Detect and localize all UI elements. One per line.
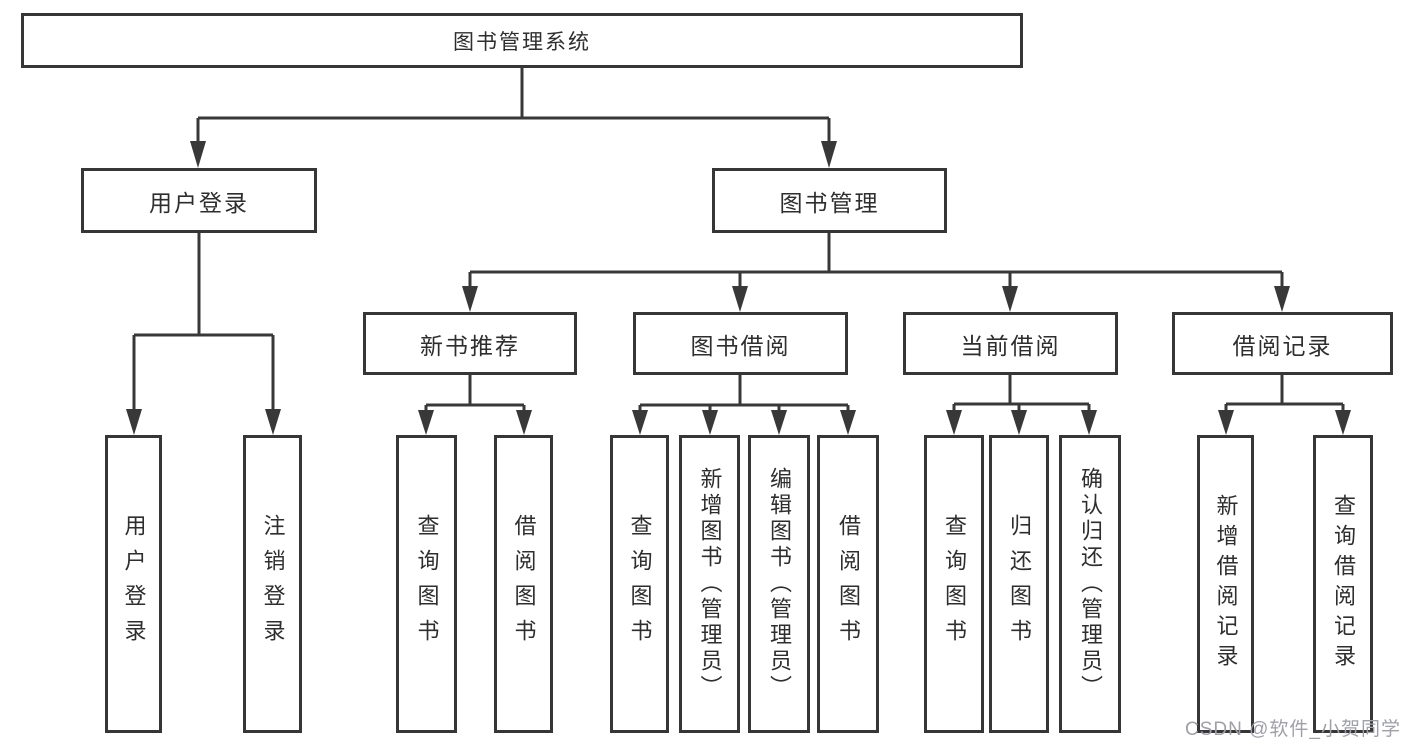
leaf-borrow-query-label: 查询图书 (627, 514, 653, 654)
node-root-label: 图书管理系统 (453, 30, 591, 54)
node-user-login-label: 用户登录 (149, 189, 249, 216)
connector-book-borrow (632, 375, 856, 435)
node-new-book-recommend-label: 新书推荐 (420, 332, 520, 359)
arrow-down-icon (732, 286, 748, 312)
arrow-down-icon (1011, 410, 1027, 435)
arrow-down-icon (462, 286, 478, 312)
connector-user-login (126, 233, 281, 435)
node-root: 图书管理系统 (21, 13, 1023, 68)
node-borrow-records: 借阅记录 (1172, 312, 1393, 375)
leaf-borrow-query: 查询图书 (610, 435, 669, 733)
leaf-logout: 注销登录 (243, 435, 302, 733)
node-borrow-records-label: 借阅记录 (1232, 332, 1333, 359)
node-book-management: 图书管理 (712, 168, 947, 233)
arrow-down-icon (126, 409, 142, 435)
arrow-down-icon (1218, 410, 1234, 435)
leaf-borrow-borrow: 借阅图书 (817, 435, 879, 733)
leaf-records-add: 新增借阅记录 (1197, 435, 1254, 733)
arrow-down-icon (1335, 410, 1351, 435)
leaf-borrow-add-admin: 新增图书（管理员） (679, 435, 740, 733)
leaf-borrow-borrow-label: 借阅图书 (836, 514, 861, 654)
node-book-borrow-label: 图书借阅 (690, 332, 791, 359)
arrow-down-icon (418, 410, 434, 435)
arrow-down-icon (632, 410, 648, 435)
leaf-logout-label: 注销登录 (260, 514, 286, 654)
node-book-management-label: 图书管理 (779, 189, 880, 216)
leaf-records-query: 查询借阅记录 (1313, 435, 1373, 733)
leaf-current-return-label: 归还图书 (1007, 514, 1032, 654)
connector-current-borrow (946, 375, 1097, 435)
leaf-newbooks-borrow: 借阅图书 (494, 435, 553, 733)
node-user-login: 用户登录 (81, 168, 317, 233)
leaf-current-query: 查询图书 (924, 435, 984, 733)
node-book-borrow: 图书借阅 (633, 312, 848, 375)
connector-borrow-records (1218, 375, 1351, 435)
arrow-down-icon (1081, 410, 1097, 435)
leaf-borrow-add-admin-label: 新增图书（管理员） (697, 467, 723, 701)
connector-root (190, 68, 837, 168)
node-current-borrow-label: 当前借阅 (960, 332, 1061, 359)
arrow-down-icon (821, 141, 837, 168)
leaf-newbooks-query: 查询图书 (396, 435, 457, 733)
connector-book-management (462, 233, 1290, 312)
leaf-current-confirm-return-admin-label: 确认归还（管理员） (1078, 467, 1103, 701)
arrow-down-icon (1002, 286, 1018, 312)
arrow-down-icon (771, 410, 787, 435)
leaf-borrow-edit-admin-label: 编辑图书（管理员） (767, 467, 792, 701)
arrow-down-icon (946, 410, 962, 435)
leaf-current-query-label: 查询图书 (942, 514, 967, 654)
arrow-down-icon (265, 409, 281, 435)
connector-new-book-recommend (418, 375, 532, 435)
leaf-borrow-edit-admin: 编辑图书（管理员） (748, 435, 810, 733)
leaf-user-login-label: 用户登录 (121, 514, 147, 654)
leaf-user-login: 用户登录 (105, 435, 162, 733)
leaf-current-confirm-return-admin: 确认归还（管理员） (1059, 435, 1121, 733)
arrow-down-icon (702, 410, 718, 435)
arrow-down-icon (190, 141, 206, 168)
watermark: CSDN @软件_小贺同学 (1185, 719, 1401, 740)
leaf-records-query-label: 查询借阅记录 (1331, 494, 1356, 674)
arrow-down-icon (1274, 286, 1290, 312)
leaf-records-add-label: 新增借阅记录 (1213, 494, 1239, 674)
leaf-newbooks-borrow-label: 借阅图书 (511, 514, 537, 654)
leaf-current-return: 归还图书 (989, 435, 1049, 733)
node-current-borrow: 当前借阅 (903, 312, 1118, 375)
node-new-book-recommend: 新书推荐 (363, 312, 577, 375)
arrow-down-icon (516, 410, 532, 435)
arrow-down-icon (840, 410, 856, 435)
leaf-newbooks-query-label: 查询图书 (414, 514, 440, 654)
